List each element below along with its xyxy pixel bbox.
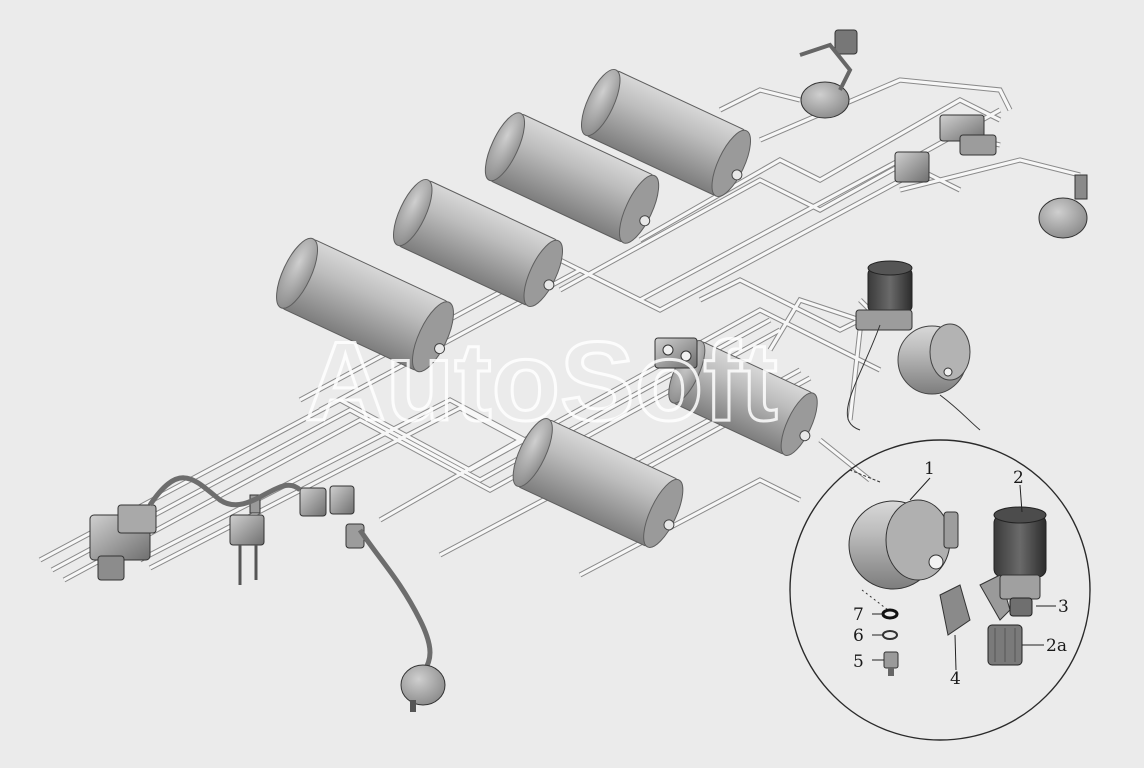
relay-valve-top-right [939,114,997,156]
washer-part-6 [882,630,898,640]
brake-chamber-right [1038,174,1088,239]
callout-3: 3 [1058,597,1069,617]
flexible-hose [147,475,433,672]
filter-cartridge-part-2a [987,624,1023,666]
air-tank-2 [393,178,563,308]
relay-valves-center [299,485,365,549]
multi-circuit-valve [654,337,698,369]
watermark-text: AutoSoft [305,319,778,444]
brake-chamber-bottom [400,664,446,712]
valve-part-3 [1009,597,1033,617]
regeneration-receiver [897,323,971,395]
callout-5: 5 [853,652,864,672]
air-tank-6 [512,418,684,548]
receiver-part-1 [848,499,959,611]
bracket-part-4 [939,584,971,636]
detail-callout [789,324,1091,741]
callout-2a: 2a [1046,636,1067,656]
callout-1: 1 [924,459,935,479]
valve-top-center [894,151,930,183]
callout-2: 2 [1013,468,1024,488]
air-tank-1 [276,237,454,373]
callout-6: 6 [853,626,864,646]
air-dryer-part-2 [979,506,1047,621]
o-ring-part-7 [881,608,899,620]
leader-lines [872,477,1056,671]
callout-4: 4 [950,669,961,689]
brake-valve-left [89,504,157,581]
brake-chamber-top [799,29,858,119]
callout-7: 7 [853,605,864,625]
air-tank-3 [484,112,660,244]
drain-valve-part-5 [883,651,899,676]
air-tank-4 [581,68,751,198]
air-dryer-assembly [855,260,913,331]
